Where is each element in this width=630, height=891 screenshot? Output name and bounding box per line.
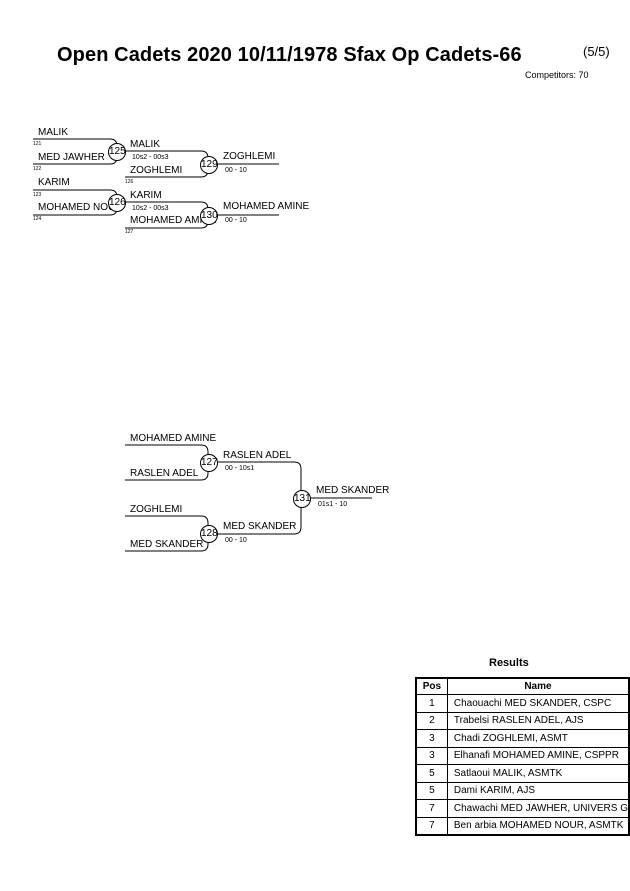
winner-malik: MALIK (130, 139, 161, 150)
result-name: Chawachi MED JAWHER, UNIVERS G (446, 799, 630, 818)
table-row: 5 Satlaoui MALIK, ASMTK (415, 764, 630, 783)
result-name: Trabelsi RASLEN ADEL, AJS (446, 711, 630, 730)
seed-number: 123 (33, 192, 42, 198)
result-pos: 7 (415, 816, 448, 836)
result-name: Ben arbia MOHAMED NOUR, ASMTK (446, 816, 630, 836)
competitor-mohamed-amine: MOHAMED AMINE (130, 215, 217, 226)
table-row: 3 Chadi ZOGHLEMI, ASMT (415, 729, 630, 748)
competitor-malik: MALIK (38, 127, 69, 138)
results-title: Results (489, 657, 529, 669)
seed-number: 127 (125, 229, 134, 235)
page-number: (5/5) (583, 44, 610, 59)
table-row: 1 Chaouachi MED SKANDER, CSPC (415, 694, 630, 713)
winner-mohamed-amine: MOHAMED AMINE (223, 201, 310, 212)
match-node: 128 (200, 525, 218, 543)
result-pos: 3 (415, 746, 448, 765)
result-pos: 2 (415, 711, 448, 730)
seed-number: 121 (33, 141, 42, 147)
final-score: 01s1 - 10 (318, 501, 348, 508)
page-title: Open Cadets 2020 10/11/1978 Sfax Op Cade… (57, 44, 522, 66)
column-header-name: Name (446, 677, 630, 695)
table-row: 7 Chawachi MED JAWHER, UNIVERS G (415, 799, 630, 818)
competitor-zoghlemi: ZOGHLEMI (130, 165, 183, 176)
competitor-mohamed-amine: MOHAMED AMINE (130, 433, 217, 444)
match-score: 10s2 - 00s3 (132, 205, 169, 212)
match-node: 126 (108, 194, 126, 212)
results-table: Pos Name 1 Chaouachi MED SKANDER, CSPC 2… (415, 677, 630, 836)
champion-med-skander: MED SKANDER (316, 485, 390, 496)
match-node: 125 (108, 143, 126, 161)
competitor-karim: KARIM (38, 177, 70, 188)
table-row: 2 Trabelsi RASLEN ADEL, AJS (415, 711, 630, 730)
seed-number: 124 (33, 216, 42, 222)
match-score: 10s2 - 00s3 (132, 154, 169, 161)
column-header-pos: Pos (415, 677, 448, 695)
result-name: Elhanafi MOHAMED AMINE, CSPPR (446, 746, 630, 765)
match-score: 00 - 10 (225, 217, 247, 224)
competitor-mohamed-nour: MOHAMED NOUR (38, 202, 123, 213)
competitor-zoghlemi: ZOGHLEMI (130, 504, 183, 515)
competitor-med-skander: MED SKANDER (130, 539, 204, 550)
table-row: 5 Dami KARIM, AJS (415, 781, 630, 800)
winner-raslen-adel: RASLEN ADEL (223, 450, 292, 461)
result-pos: 1 (415, 694, 448, 713)
competitor-raslen-adel: RASLEN ADEL (130, 468, 199, 479)
match-node: 127 (200, 454, 218, 472)
table-row: 7 Ben arbia MOHAMED NOUR, ASMTK (415, 816, 630, 836)
seed-number: 126 (125, 179, 134, 185)
seed-number: 122 (33, 166, 42, 172)
match-node: 130 (200, 207, 218, 225)
match-score: 00 - 10 (225, 537, 247, 544)
result-pos: 7 (415, 799, 448, 818)
competitor-med-jawher: MED JAWHER (38, 152, 105, 163)
result-name: Satlaoui MALIK, ASMTK (446, 764, 630, 783)
match-score: 00 - 10 (225, 167, 247, 174)
result-name: Chaouachi MED SKANDER, CSPC (446, 694, 630, 713)
table-row: 3 Elhanafi MOHAMED AMINE, CSPPR (415, 746, 630, 765)
result-name: Chadi ZOGHLEMI, ASMT (446, 729, 630, 748)
result-pos: 5 (415, 781, 448, 800)
competitors-count: Competitors: 70 (525, 70, 589, 80)
winner-zoghlemi: ZOGHLEMI (223, 151, 276, 162)
result-pos: 5 (415, 764, 448, 783)
winner-med-skander: MED SKANDER (223, 521, 297, 532)
results-header-row: Pos Name (415, 677, 630, 695)
winner-karim: KARIM (130, 190, 162, 201)
match-node: 129 (200, 156, 218, 174)
result-name: Dami KARIM, AJS (446, 781, 630, 800)
final-match-node: 131 (293, 490, 311, 508)
result-pos: 3 (415, 729, 448, 748)
match-score: 00 - 10s1 (225, 465, 255, 472)
